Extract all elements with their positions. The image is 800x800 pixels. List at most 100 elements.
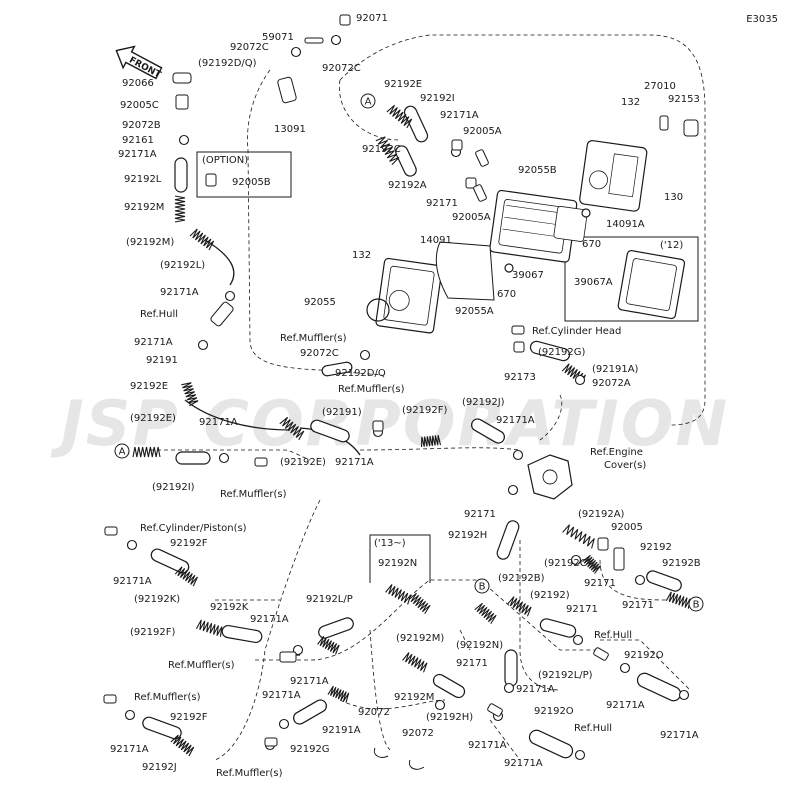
spring-coil bbox=[385, 584, 412, 605]
spring-coil bbox=[562, 524, 595, 549]
part-label: (92192L) bbox=[160, 260, 205, 271]
part-label: Ref.Muffler(s) bbox=[220, 489, 287, 500]
part-label: 92171A bbox=[110, 744, 149, 755]
part-label: 92173 bbox=[504, 372, 536, 383]
part-labels: 590719207192072C(92192D/Q)92072C13091920… bbox=[110, 13, 701, 779]
callout-markers: A A B B bbox=[114, 93, 704, 612]
part-label: 92005B bbox=[232, 177, 271, 188]
spring-coil bbox=[317, 636, 340, 655]
part-label: 14091 bbox=[420, 235, 452, 246]
spring-coil bbox=[582, 554, 602, 574]
part-label: 92072 bbox=[402, 728, 434, 739]
part-label: 92192O bbox=[534, 706, 574, 717]
part-label: 92066 bbox=[122, 78, 154, 89]
part-label: 13091 bbox=[274, 124, 306, 135]
part-label: Ref.Muffler(s) bbox=[134, 692, 201, 703]
spring-coil bbox=[189, 228, 215, 251]
hose-clamp bbox=[507, 484, 519, 496]
part-label: 92171A bbox=[113, 576, 152, 587]
year-box-13 bbox=[369, 534, 431, 583]
part-label: 92171 bbox=[622, 600, 654, 611]
part-label: 92171 bbox=[566, 604, 598, 615]
part-label: 92005A bbox=[463, 126, 502, 137]
part-label: 92153 bbox=[668, 94, 700, 105]
part-label: (92192L/P) bbox=[538, 670, 593, 681]
part-label: 92171A bbox=[118, 149, 157, 160]
hose-clamp bbox=[574, 374, 586, 386]
hose-segments bbox=[142, 105, 682, 759]
part-label: 92072 bbox=[358, 707, 390, 718]
part-label: 92192D/Q bbox=[335, 368, 386, 379]
hose-clamp bbox=[619, 662, 631, 674]
hose-clamp bbox=[574, 749, 586, 761]
part-label: Ref.Engine bbox=[590, 447, 643, 458]
part-label: 92192A bbox=[388, 180, 427, 191]
cover-plates bbox=[366, 140, 686, 500]
part-label: 92192B bbox=[662, 558, 701, 569]
callout-b: B bbox=[474, 578, 490, 594]
part-label: 92171A bbox=[660, 730, 699, 741]
part-label: 92192N bbox=[378, 558, 417, 569]
callout-letter: A bbox=[365, 97, 372, 108]
part-label: Cover(s) bbox=[604, 460, 646, 471]
part-label: (92192H) bbox=[426, 712, 473, 723]
part-label: 92171A bbox=[335, 457, 374, 468]
fittings bbox=[103, 14, 699, 770]
part-label: 92005A bbox=[452, 212, 491, 223]
part-label: 92055B bbox=[518, 165, 557, 176]
part-label: 92171A bbox=[134, 337, 173, 348]
spring-coil bbox=[420, 435, 442, 447]
part-label: 92072C bbox=[322, 63, 361, 74]
part-label: 14091A bbox=[606, 219, 645, 230]
part-label: (92192M) bbox=[396, 633, 444, 644]
part-label: 92192E bbox=[130, 381, 168, 392]
part-label: (92192D/Q) bbox=[198, 58, 257, 69]
part-label: 92171A bbox=[468, 740, 507, 751]
part-label: (92192) bbox=[530, 590, 570, 601]
part-label: Ref.Muffler(s) bbox=[338, 384, 405, 395]
part-label: 92072A bbox=[592, 378, 631, 389]
callout-letter: A bbox=[119, 447, 126, 458]
part-label: 130 bbox=[664, 192, 683, 203]
part-label: 92192L bbox=[124, 174, 162, 185]
part-label: (92192F) bbox=[402, 405, 447, 416]
watermark-text: JSP CORPORATION bbox=[50, 387, 730, 460]
part-label: 92191A bbox=[322, 725, 361, 736]
part-label: (92192I) bbox=[152, 482, 195, 493]
part-label: (92192C) bbox=[544, 558, 591, 569]
part-label: Ref.Muffler(s) bbox=[280, 333, 347, 344]
year-box-12 bbox=[564, 236, 699, 322]
part-label: 92192 bbox=[640, 542, 672, 553]
diagram-code: E3035 bbox=[746, 14, 778, 25]
spring-coil bbox=[174, 195, 186, 223]
callout-b: B bbox=[688, 596, 704, 612]
part-label: 92171 bbox=[584, 578, 616, 589]
part-label: 92171A bbox=[504, 758, 543, 769]
hose-clamp bbox=[178, 134, 190, 146]
part-label: 92192O bbox=[624, 650, 664, 661]
spring-coil bbox=[507, 596, 532, 617]
hose-clamp bbox=[278, 718, 290, 730]
part-label: 92055 bbox=[304, 297, 336, 308]
hose-clamp bbox=[572, 634, 584, 646]
hose-clamp bbox=[434, 699, 446, 711]
spring-coil bbox=[195, 619, 223, 637]
springs bbox=[132, 104, 691, 757]
spring-coil bbox=[402, 652, 428, 673]
part-label: 27010 bbox=[644, 81, 676, 92]
part-label: Ref.Hull bbox=[140, 309, 178, 320]
spring-coil bbox=[174, 566, 198, 587]
part-label: 132 bbox=[621, 97, 640, 108]
part-label: 92005 bbox=[611, 522, 643, 533]
part-label: (92192E) bbox=[280, 457, 326, 468]
part-label: (92192J) bbox=[462, 397, 505, 408]
part-label: 92171A bbox=[250, 614, 289, 625]
spring-coil bbox=[408, 592, 431, 615]
spring-coil bbox=[386, 104, 413, 129]
callout-a: A bbox=[114, 443, 130, 459]
hose-clamp bbox=[359, 349, 371, 361]
part-label: 92191 bbox=[146, 355, 178, 366]
part-label: 92171A bbox=[199, 417, 238, 428]
part-label: 92192M bbox=[394, 692, 434, 703]
